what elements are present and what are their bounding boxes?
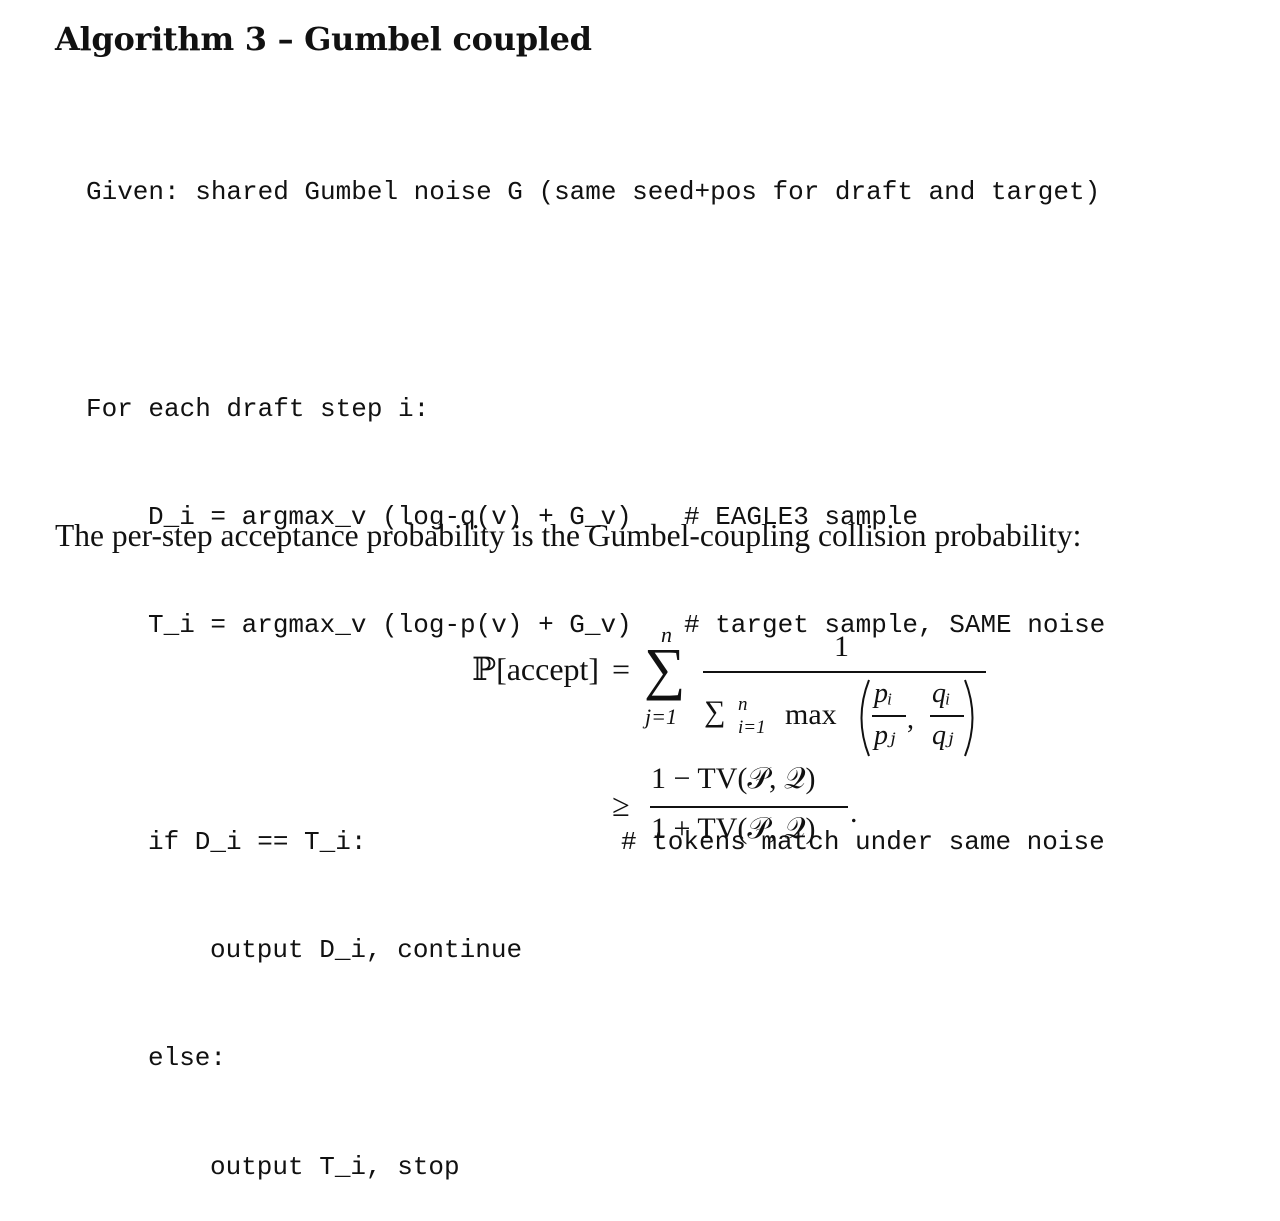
bound-fraction-bar <box>650 806 848 808</box>
denominator-sum-upper: n <box>738 694 748 715</box>
max-operator: max <box>785 698 837 731</box>
code-draft-comment: # EAGLE3 sample <box>684 502 919 533</box>
code-if-statement: if D_i == T_i: <box>148 826 367 857</box>
summation-sign-outer: ∑ <box>644 636 686 701</box>
geq-sign: ≥ <box>612 787 630 823</box>
acceptance-equation: ℙ[accept] = n ∑ j=1 1 ∑ n i=1 max pᵢ pⱼ … <box>472 622 986 845</box>
equals-sign: = <box>612 651 631 687</box>
code-line-else: else: <box>148 1043 227 1074</box>
algorithm-heading: Algorithm 3 – Gumbel coupled <box>55 20 592 58</box>
body-paragraph: The per-step acceptance probability is t… <box>55 518 1082 553</box>
code-draft-statement: D_i = argmax_v (log-q(v) + G_v) <box>148 502 632 533</box>
equation-lhs: ℙ[accept] <box>472 651 600 687</box>
code-line-given: Given: shared Gumbel noise G (same seed+… <box>86 177 1101 208</box>
code-target-comment: # target sample, SAME noise <box>684 610 1106 641</box>
code-line-if-body: output D_i, continue <box>210 935 523 966</box>
fraction-q-denominator: qⱼ <box>932 720 954 751</box>
bound-denominator: 1 + TV(𝒫, 𝒬) <box>651 812 816 845</box>
fraction-p-denominator: pⱼ <box>874 720 896 751</box>
code-line-target: T_i = argmax_v (log-p(v) + G_v) # target … <box>86 607 1105 643</box>
fraction-p-numerator: pᵢ <box>874 678 893 709</box>
code-line-else-body: output T_i, stop <box>210 1151 460 1182</box>
denominator-sum-sign: ∑ <box>704 695 726 728</box>
bound-numerator: 1 − TV(𝒫, 𝒬) <box>651 762 816 795</box>
equation-period: . <box>850 796 858 829</box>
fraction-q-numerator: qᵢ <box>932 678 951 709</box>
right-paren <box>964 679 974 757</box>
code-line-loop: For each draft step i: <box>86 393 430 424</box>
code-line-draft: D_i = argmax_v (log-q(v) + G_v) # EAGLE3 … <box>86 499 1100 535</box>
comma-separator: , <box>907 704 914 735</box>
code-line-if: if D_i == T_i: # tokens match under same … <box>86 824 1105 860</box>
left-paren <box>860 679 870 757</box>
denominator-sum-lower: i=1 <box>738 717 766 738</box>
fraction-q-bar <box>930 715 964 717</box>
fraction-numerator: 1 <box>834 630 849 663</box>
main-fraction-bar <box>703 671 986 673</box>
code-target-statement: T_i = argmax_v (log-p(v) + G_v) <box>148 610 632 641</box>
code-if-comment: # tokens match under same noise <box>621 826 1105 857</box>
sum-lower-limit: j=1 <box>645 704 677 729</box>
sum-upper-limit: n <box>661 622 672 647</box>
fraction-p-bar <box>872 715 906 717</box>
